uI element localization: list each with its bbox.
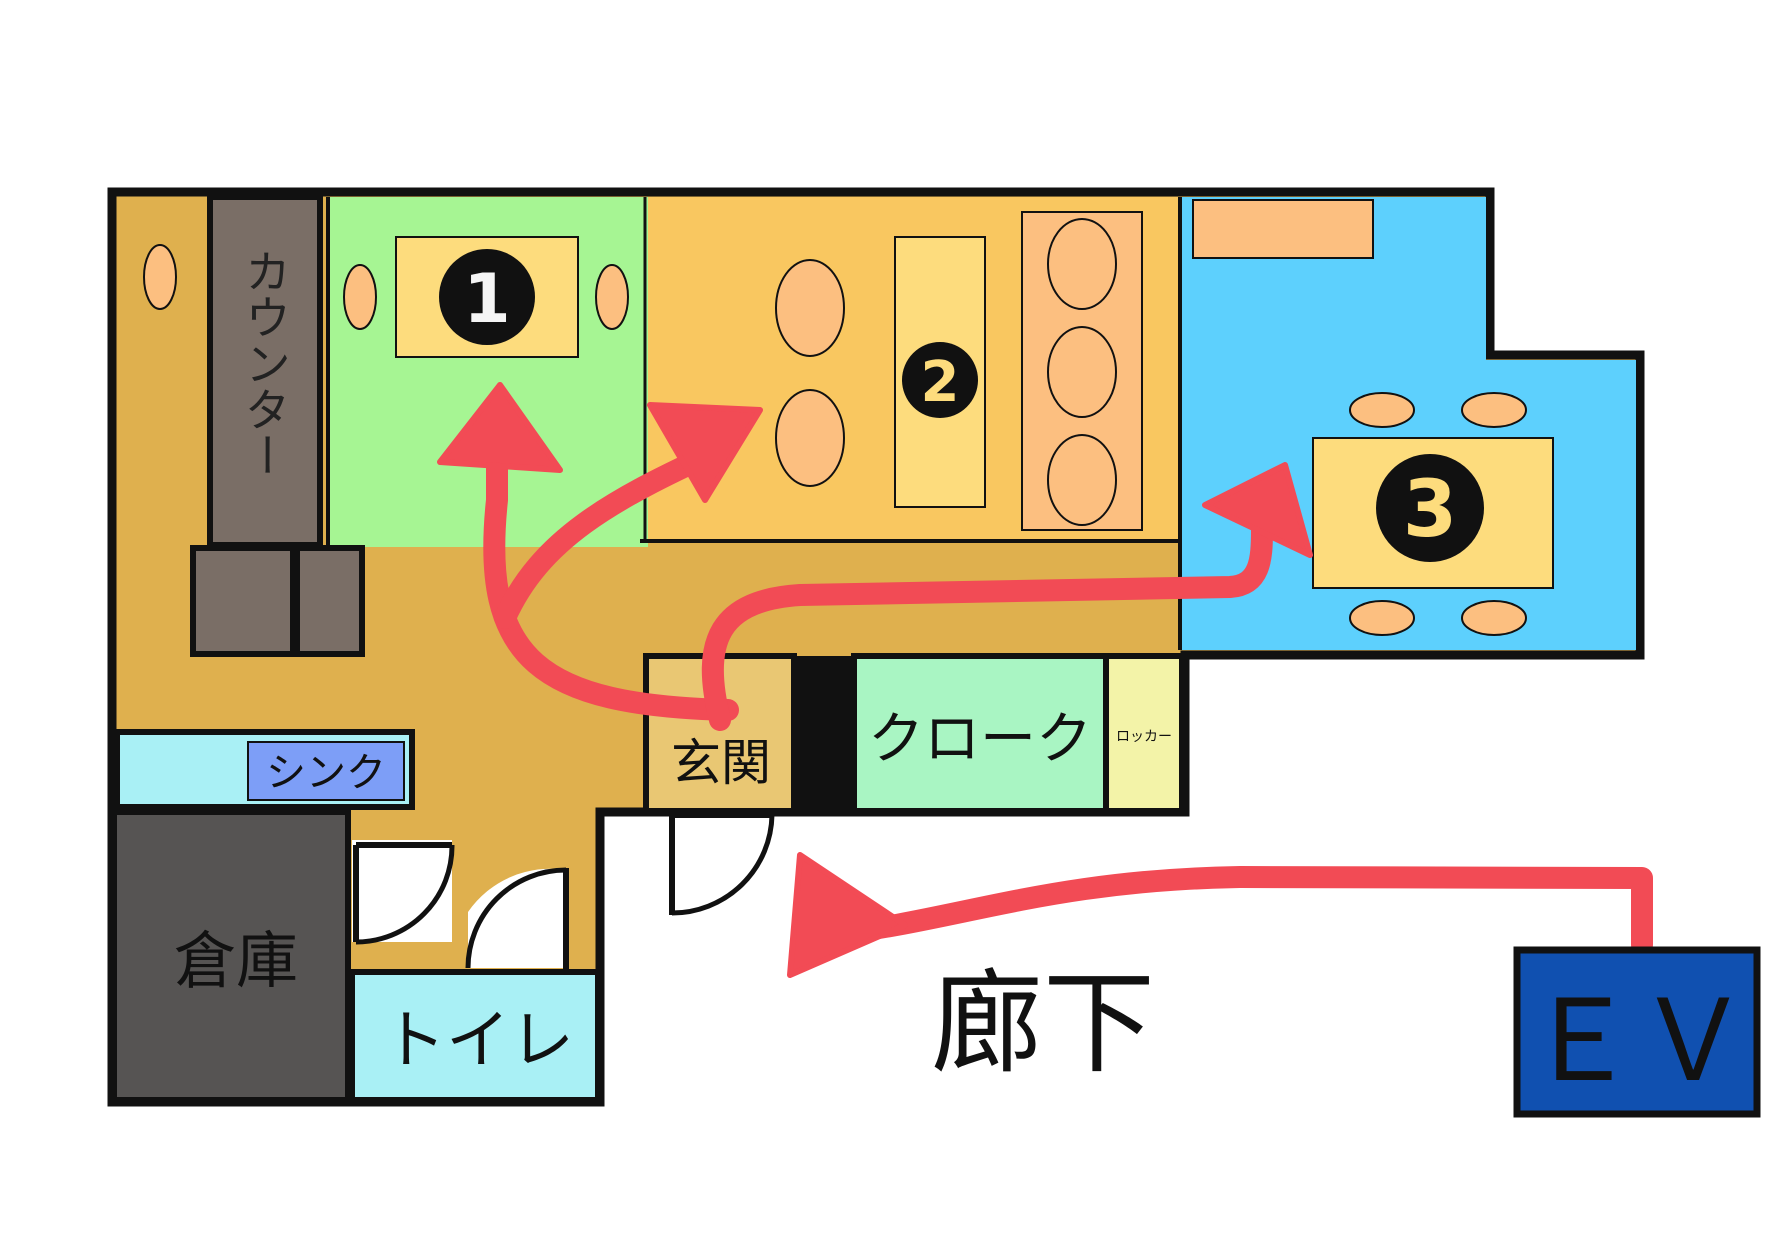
chair — [1047, 434, 1117, 526]
room-number-badge-2 — [902, 342, 978, 418]
entrance-label: 玄関 — [671, 734, 771, 792]
toilet-door[interactable] — [465, 867, 569, 970]
counter-label: カウンター — [238, 248, 292, 478]
locker-label: ロッカー — [1116, 729, 1172, 745]
chair — [775, 259, 845, 357]
sink-area: シンク — [114, 729, 415, 810]
entrance-door[interactable] — [669, 812, 775, 916]
corridor-label: 廊下 — [931, 959, 1155, 1089]
route-to-room-2 — [494, 439, 731, 629]
elevator: ＥＶ — [1513, 946, 1761, 1118]
room-number-2: 2 — [921, 350, 960, 415]
counter-seat — [294, 545, 365, 657]
room-number-badge-1 — [439, 249, 535, 345]
route-from-ev — [819, 866, 1653, 956]
chair — [1349, 600, 1415, 636]
arrow-head-entrance — [787, 852, 908, 978]
route-arrows — [437, 382, 1653, 978]
sink — [247, 741, 405, 801]
cloak-label: クローク — [868, 707, 1092, 772]
counter-seat — [190, 545, 296, 657]
arrow-head-room-1 — [437, 382, 563, 473]
chair — [1047, 326, 1117, 418]
chair — [775, 389, 845, 487]
room-number-1: 1 — [463, 260, 510, 339]
route-to-room-1 — [483, 419, 739, 721]
room-number-badge-3 — [1376, 454, 1484, 562]
room-2: 2 — [640, 197, 1180, 543]
arrow-head-room-3 — [1202, 462, 1313, 558]
elevator-label: ＥＶ — [1525, 977, 1749, 1107]
sink-label: シンク — [266, 750, 386, 796]
storage-label: 倉庫 — [174, 924, 298, 997]
toilet-label: トイレ — [382, 1004, 574, 1078]
chair — [1047, 218, 1117, 310]
toilet: トイレ — [349, 969, 601, 1103]
side-counter — [1192, 199, 1374, 259]
cloak: クローク — [851, 653, 1109, 814]
chair — [1461, 600, 1527, 636]
chair — [595, 264, 629, 330]
chair — [143, 244, 177, 310]
counter: カウンター — [190, 194, 365, 657]
pillar — [794, 656, 854, 811]
route-to-room-3 — [701, 519, 1273, 731]
arrow-head-room-2 — [647, 402, 763, 503]
storage-door[interactable] — [352, 840, 455, 945]
chair — [343, 264, 377, 330]
chair — [1349, 392, 1415, 428]
chair — [1461, 392, 1527, 428]
storage: 倉庫 — [111, 809, 351, 1103]
room-number-3: 3 — [1403, 465, 1457, 555]
locker: ロッカー — [1103, 653, 1185, 814]
